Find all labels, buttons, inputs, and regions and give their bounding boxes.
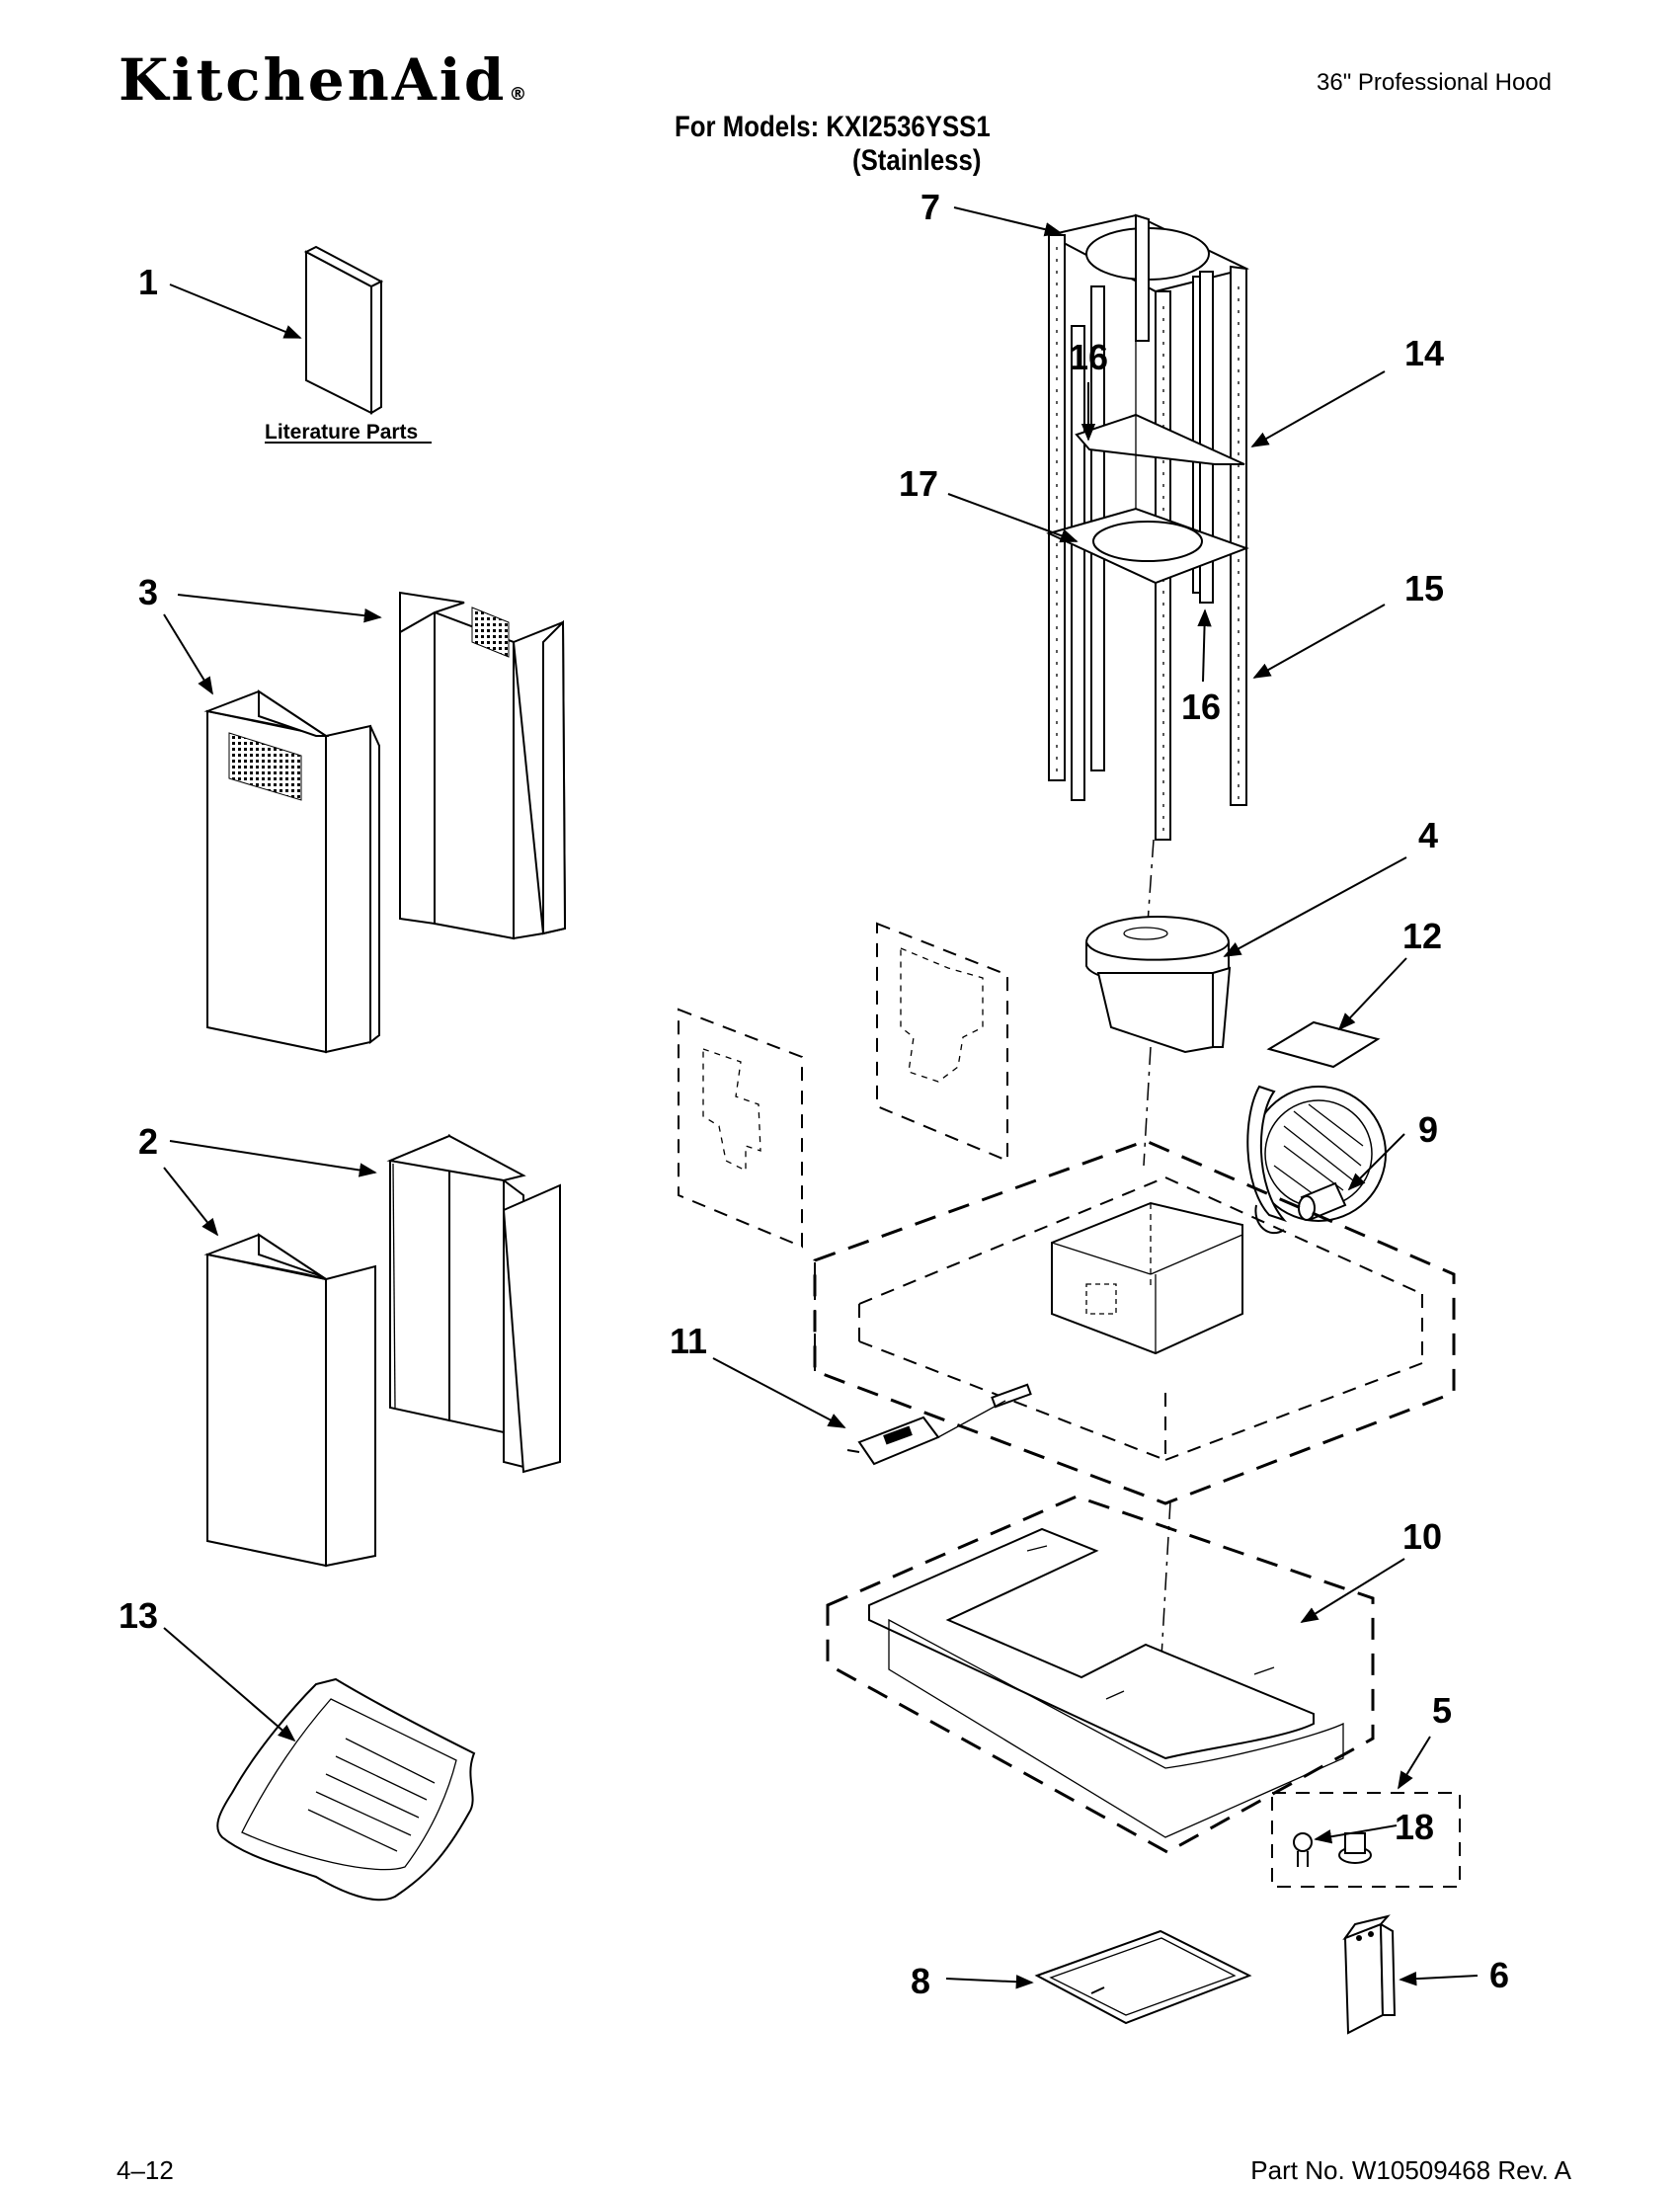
grease-filter <box>1034 1929 1252 2025</box>
callout-14: 14 <box>1404 333 1444 373</box>
callout-7: 7 <box>920 187 940 227</box>
upper-chimney-cover-front <box>203 689 380 1054</box>
leader-line-12 <box>1337 957 1407 1031</box>
electrical-module <box>1342 1914 1397 2035</box>
callout-4: 4 <box>1418 815 1438 855</box>
control-board-dashed-right <box>876 922 1008 1163</box>
leader-line-15 <box>1252 604 1386 679</box>
leader-line-9 <box>1347 1133 1405 1191</box>
part-number: Part No. W10509468 Rev. A <box>1250 2155 1571 2185</box>
leader-line-2b <box>163 1167 219 1237</box>
callout-17: 17 <box>899 463 938 504</box>
leader-line-1 <box>169 283 302 339</box>
axis-line-upper <box>1147 839 1155 925</box>
page-number: 4–12 <box>117 2155 174 2185</box>
leader-line-3a <box>177 594 382 623</box>
lower-chimney-cover-back <box>386 1133 561 1474</box>
callout-10: 10 <box>1402 1516 1442 1557</box>
leader-line-14 <box>1250 370 1386 447</box>
upper-chimney-cover-back <box>399 591 567 940</box>
callout-9: 9 <box>1418 1109 1438 1150</box>
leader-line-3b <box>163 613 213 695</box>
callout-2: 2 <box>138 1121 158 1162</box>
installation-instructions-sheet <box>216 1677 476 1902</box>
capacitor <box>1298 1181 1347 1221</box>
leader-line-7 <box>953 206 1063 237</box>
leader-line-2a <box>169 1140 377 1177</box>
leader-line-4 <box>1223 856 1407 957</box>
callout-8: 8 <box>911 1961 930 2001</box>
models-finish: (Stainless) <box>852 144 982 177</box>
control-switch <box>846 1416 940 1466</box>
lower-chimney-cover-front <box>203 1233 376 1568</box>
leader-line-18 <box>1314 1824 1398 1844</box>
switch-connect-line <box>937 1400 1006 1438</box>
callout-5: 5 <box>1432 1690 1452 1731</box>
callout-16-upper: 16 <box>1069 337 1108 377</box>
leader-line-5 <box>1398 1736 1431 1790</box>
callout-12: 12 <box>1402 916 1442 956</box>
leader-line-6 <box>1399 1971 1479 1986</box>
chimney-support-frame <box>1046 213 1249 841</box>
callout-16-lower: 16 <box>1181 687 1221 727</box>
control-board-dashed-left <box>678 1008 803 1249</box>
leader-line-8 <box>945 1975 1034 1989</box>
callout-1: 1 <box>138 262 158 302</box>
lamp-assembly-dashed <box>1271 1792 1461 1888</box>
leader-line-11 <box>712 1357 846 1428</box>
axis-line-lower <box>1160 1500 1171 1675</box>
models-label: For Models: KXI2536YSS1 <box>675 111 991 143</box>
product-name: 36" Professional Hood <box>1317 69 1552 96</box>
hood-canopy-dashed <box>813 1139 1456 1505</box>
callout-13: 13 <box>119 1595 158 1636</box>
blower-housing-box <box>1051 1201 1243 1355</box>
axis-line-middle <box>1143 1046 1152 1167</box>
callout-15: 15 <box>1404 568 1444 608</box>
callout-3: 3 <box>138 572 158 612</box>
leader-line-10 <box>1300 1558 1405 1623</box>
lower-panel-dashed <box>826 1495 1375 1854</box>
literature-booklet <box>303 245 384 415</box>
damper-transition <box>1085 916 1232 1054</box>
literature-parts-label: Literature Parts <box>265 421 418 444</box>
leader-line-13 <box>163 1627 296 1742</box>
leader-line-17 <box>947 493 1079 543</box>
switch-opening <box>991 1383 1032 1409</box>
callout-6: 6 <box>1489 1955 1509 1995</box>
callout-18: 18 <box>1395 1807 1434 1847</box>
kitchenaid-logo: KitchenAid® <box>119 46 527 114</box>
callout-11: 11 <box>670 1321 707 1361</box>
leader-line-16b <box>1197 608 1212 683</box>
